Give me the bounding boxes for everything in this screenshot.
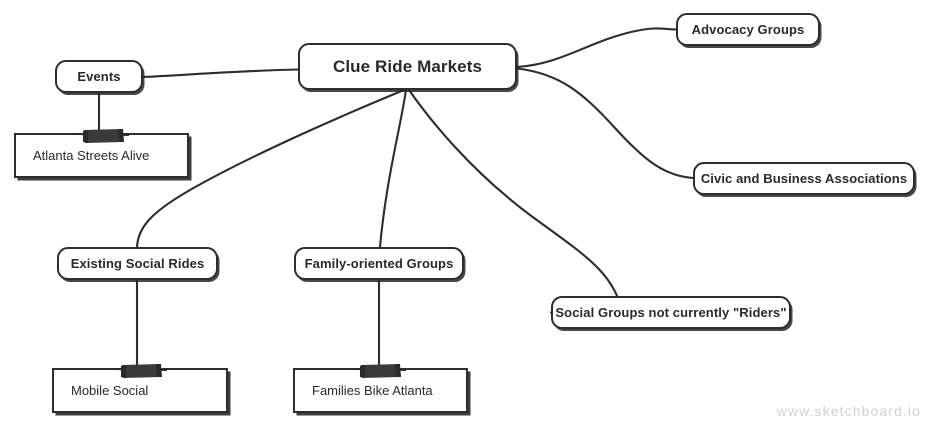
node-mobile-social[interactable]: Mobile Social <box>52 368 228 413</box>
node-label: Civic and Business Associations <box>700 171 908 186</box>
node-clue-ride-markets[interactable]: Clue Ride Markets <box>298 43 517 90</box>
node-events[interactable]: Events <box>55 60 143 93</box>
node-label: Social Groups not currently "Riders" <box>555 305 787 320</box>
node-label: Family-oriented Groups <box>304 256 454 271</box>
node-existing-social-rides[interactable]: Existing Social Rides <box>57 247 218 280</box>
edge-root-family-oriented-groups <box>378 88 408 249</box>
node-label: Mobile Social <box>71 383 149 398</box>
edge-root-civic-business-associations <box>516 67 695 180</box>
node-label: Clue Ride Markets <box>332 56 483 76</box>
node-label: Atlanta Streets Alive <box>33 148 150 163</box>
node-label: Existing Social Rides <box>70 256 205 271</box>
node-label: Events <box>77 69 121 84</box>
sketchboard-watermark: www.sketchboard.io <box>776 403 921 419</box>
node-families-bike-atlanta[interactable]: Families Bike Atlanta <box>293 368 468 413</box>
edge-events-root <box>141 68 300 79</box>
node-family-oriented-groups[interactable]: Family-oriented Groups <box>294 247 464 280</box>
node-label: Advocacy Groups <box>691 22 805 37</box>
node-label: Families Bike Atlanta <box>312 383 433 398</box>
edge-root-existing-social-rides <box>135 88 406 249</box>
edge-root-advocacy-groups <box>515 27 678 69</box>
node-advocacy-groups[interactable]: Advocacy Groups <box>676 13 820 46</box>
node-atlanta-streets-alive[interactable]: Atlanta Streets Alive <box>14 133 189 178</box>
node-social-groups-not-currently-riders[interactable]: Social Groups not currently "Riders" <box>551 296 791 329</box>
node-civic-and-business-associations[interactable]: Civic and Business Associations <box>693 162 915 195</box>
